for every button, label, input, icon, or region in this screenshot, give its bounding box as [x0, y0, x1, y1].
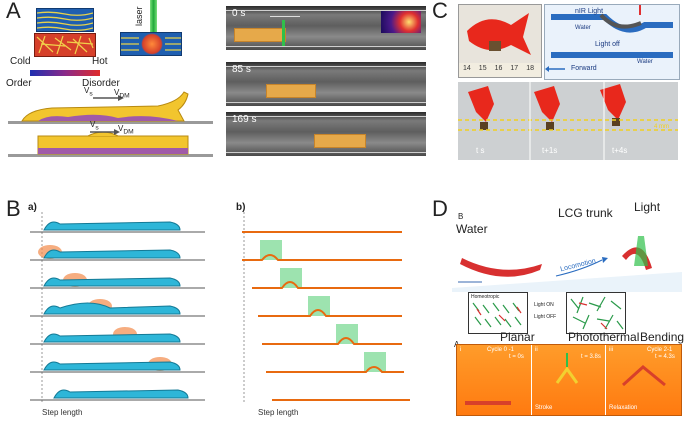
timelapse-frame-0s: 0 s [226, 6, 426, 50]
light-label: Light [634, 200, 661, 214]
water-label-1: Water [575, 25, 591, 31]
vs-label-1: Vs [84, 86, 93, 98]
time-t1: t+1s [542, 146, 558, 155]
water-label-2: Water [637, 59, 653, 65]
disordered-film-illustration [34, 33, 96, 57]
swimming-schematic: nIR Light Light off Water Water Forward [544, 4, 680, 80]
disorder-label: Disorder [82, 78, 120, 89]
displacement-label: 4 mm [654, 124, 669, 130]
lcg-trunk-illustration [452, 236, 682, 292]
time-t4: t+4s [612, 146, 628, 155]
ordered-film-illustration [36, 8, 94, 32]
light-off-label: Light off [595, 41, 620, 48]
film-wave-sequence [242, 212, 410, 404]
thermal-inset [381, 11, 421, 33]
subpanel-a-label: a) [28, 202, 37, 213]
vdm-label-1: VDM [114, 88, 130, 100]
lcg-trunk-label: LCG trunk [558, 206, 613, 220]
time-t: t s [476, 146, 485, 155]
panel-c-label: C [432, 0, 448, 23]
order-label: Order [6, 78, 32, 89]
bending-frames: i Cycle 0 -1 t = 0s ii t = 3.8s Stroke i… [456, 344, 682, 416]
laser-label: laser [134, 6, 144, 26]
vdm-label-2: VDM [118, 124, 134, 136]
planar-label: Planar [500, 330, 535, 344]
panel-b-label: B [6, 196, 21, 221]
timelapse-frame-85s: 85 s [226, 62, 426, 106]
hot-label: Hot [92, 56, 108, 67]
caterpillar-sequence [30, 212, 205, 404]
subpanel-b-label: b) [236, 202, 246, 213]
photothermal-label: Photothermal [568, 330, 640, 344]
subfigure-b-mark: B [458, 212, 464, 221]
panel-a-label: A [6, 0, 21, 23]
forward-label: Forward [571, 65, 597, 72]
aligned-mesogens [37, 11, 93, 31]
water-label: Water [456, 222, 488, 236]
vs-label-2: Vs [90, 120, 99, 132]
panel-d-label: D [432, 196, 448, 221]
step-length-b: Step length [258, 408, 299, 417]
disordered-alignment [566, 292, 626, 334]
bending-label: Bending [640, 330, 685, 344]
fish-sequence: t s t+1s t+4s 4 mm [458, 82, 678, 160]
fish-shape [459, 13, 541, 77]
slug-locomotion-illustration [8, 91, 213, 157]
timelapse-frame-169s: 169 s [226, 112, 426, 156]
light-on-label: Light ON [534, 302, 554, 308]
cold-label: Cold [10, 56, 31, 67]
random-mesogens [36, 35, 94, 55]
homeotropic-alignment: Homeotropic [468, 292, 528, 334]
laser-heated-film [120, 32, 182, 56]
temperature-colorbar [30, 70, 100, 76]
nir-light-label: nIR Light [575, 8, 604, 15]
light-off-label-d: Light OFF [534, 314, 557, 320]
laser-beam [150, 0, 157, 32]
step-length-a: Step length [42, 408, 83, 417]
